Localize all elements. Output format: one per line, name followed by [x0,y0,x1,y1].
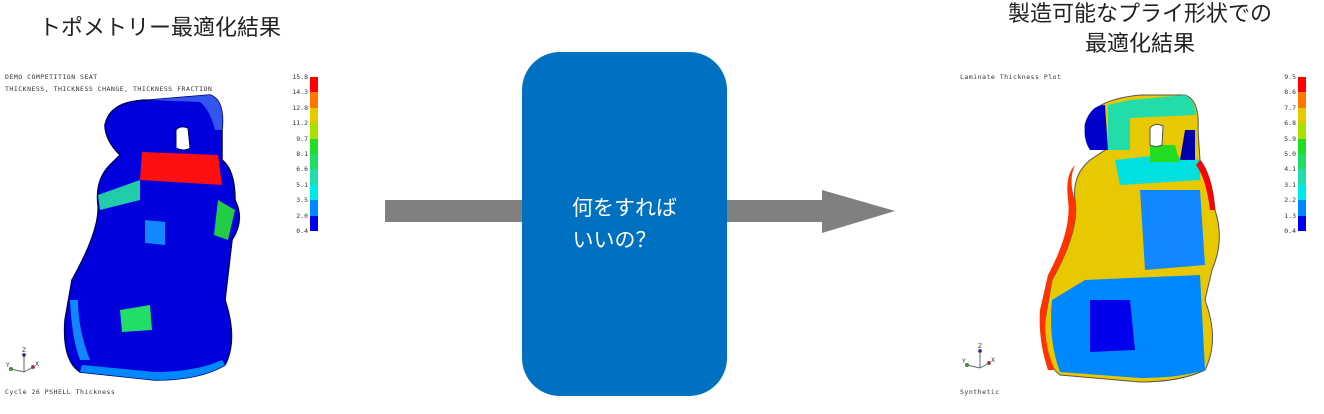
legend-color-band [1298,169,1306,185]
legend-color-band [1298,77,1306,93]
left-color-legend: 15.8 14.3 12.8 11.2 9.7 8.1 6.6 5.1 3.5 2.0 0.4 [292,73,336,235]
question-line2: いいの？ [572,228,657,252]
legend-color-band [1298,123,1306,139]
arrow-head [822,190,895,233]
legend-color-band [1298,154,1306,170]
legend-tick-label: 9.5 [1284,73,1296,81]
right-axis-z: Z [978,343,982,350]
legend-color-band [1298,215,1306,231]
legend-color-band [310,138,318,154]
legend-tick-label: 1.3 [1284,211,1296,220]
legend-tick-label: 15.8 [292,73,308,81]
legend-tick-label: 8.1 [296,150,308,158]
legend-color-band [310,123,318,139]
legend-color-band [310,200,318,216]
legend-tick-label: 6.6 [296,165,308,174]
legend-tick-label: 2.2 [1284,196,1296,205]
legend-tick-label: 5.9 [1284,134,1296,143]
legend-tick-label: 7.7 [1284,103,1296,112]
legend-color-band [310,169,318,185]
question-text: 何をすれば いいの？ [522,192,727,256]
legend-tick-label: 14.3 [292,88,308,97]
question-line1: 何をすれば [572,196,677,220]
right-seat-model [1039,94,1220,383]
right-axis-triad: Z X Y [961,343,995,369]
legend-tick-label: 3.1 [1284,180,1296,189]
left-axis-x: X [35,361,39,368]
legend-color-band [1298,184,1306,201]
legend-tick-label: 5.0 [1284,150,1296,158]
legend-color-band [310,77,318,93]
legend-tick-label: 3.5 [296,196,308,205]
legend-tick-label: 9.7 [296,134,308,143]
legend-tick-label: 5.1 [296,180,308,189]
left-axis-z: Z [22,347,26,354]
legend-color-band [1298,138,1306,154]
legend-tick-label: 4.1 [1284,165,1296,174]
legend-tick-label: 8.6 [1284,88,1296,97]
legend-color-band [310,92,318,108]
legend-color-band [1298,107,1306,124]
left-seat-model [63,94,241,381]
legend-tick-label: 12.8 [292,103,308,112]
right-footer: Synthetic [960,388,1000,396]
legend-color-band [310,107,318,124]
legend-tick-label: 0.4 [1284,227,1296,235]
legend-color-band [310,184,318,201]
legend-tick-label: 0.4 [296,227,308,235]
left-header-line2: THICKNESS, THICKNESS CHANGE, THICKNESS F… [5,85,213,93]
legend-tick-label: 2.0 [296,211,308,220]
left-title: トポメトリー最適化結果 [38,16,281,41]
left-footer: Cycle 26 PSHELL Thickness [5,388,116,396]
legend-color-band [1298,92,1306,108]
right-header: Laminate Thickness Plot [960,73,1062,81]
left-header-line1: DEMO COMPETITION SEAT [5,73,98,81]
legend-tick-label: 11.2 [292,119,308,128]
legend-color-band [310,154,318,170]
right-color-legend: 9.5 8.6 7.7 6.8 5.9 5.0 4.1 3.1 2.2 1.3 0.4 [1284,73,1324,235]
legend-color-band [1298,200,1306,216]
right-axis-y: Y [961,358,966,365]
legend-color-band [310,215,318,231]
right-title-line2: 最適化結果 [1084,32,1195,57]
right-title-line1: 製造可能なプライ形状での [1007,2,1272,27]
left-axis-triad: Z X Y [5,347,39,373]
question-box: 何をすれば いいの？ [522,52,727,396]
right-title: 製造可能なプライ形状での 最適化結果 [960,0,1320,60]
legend-tick-label: 6.8 [1284,119,1296,128]
left-axis-y: Y [5,362,10,369]
right-axis-x: X [991,357,995,364]
